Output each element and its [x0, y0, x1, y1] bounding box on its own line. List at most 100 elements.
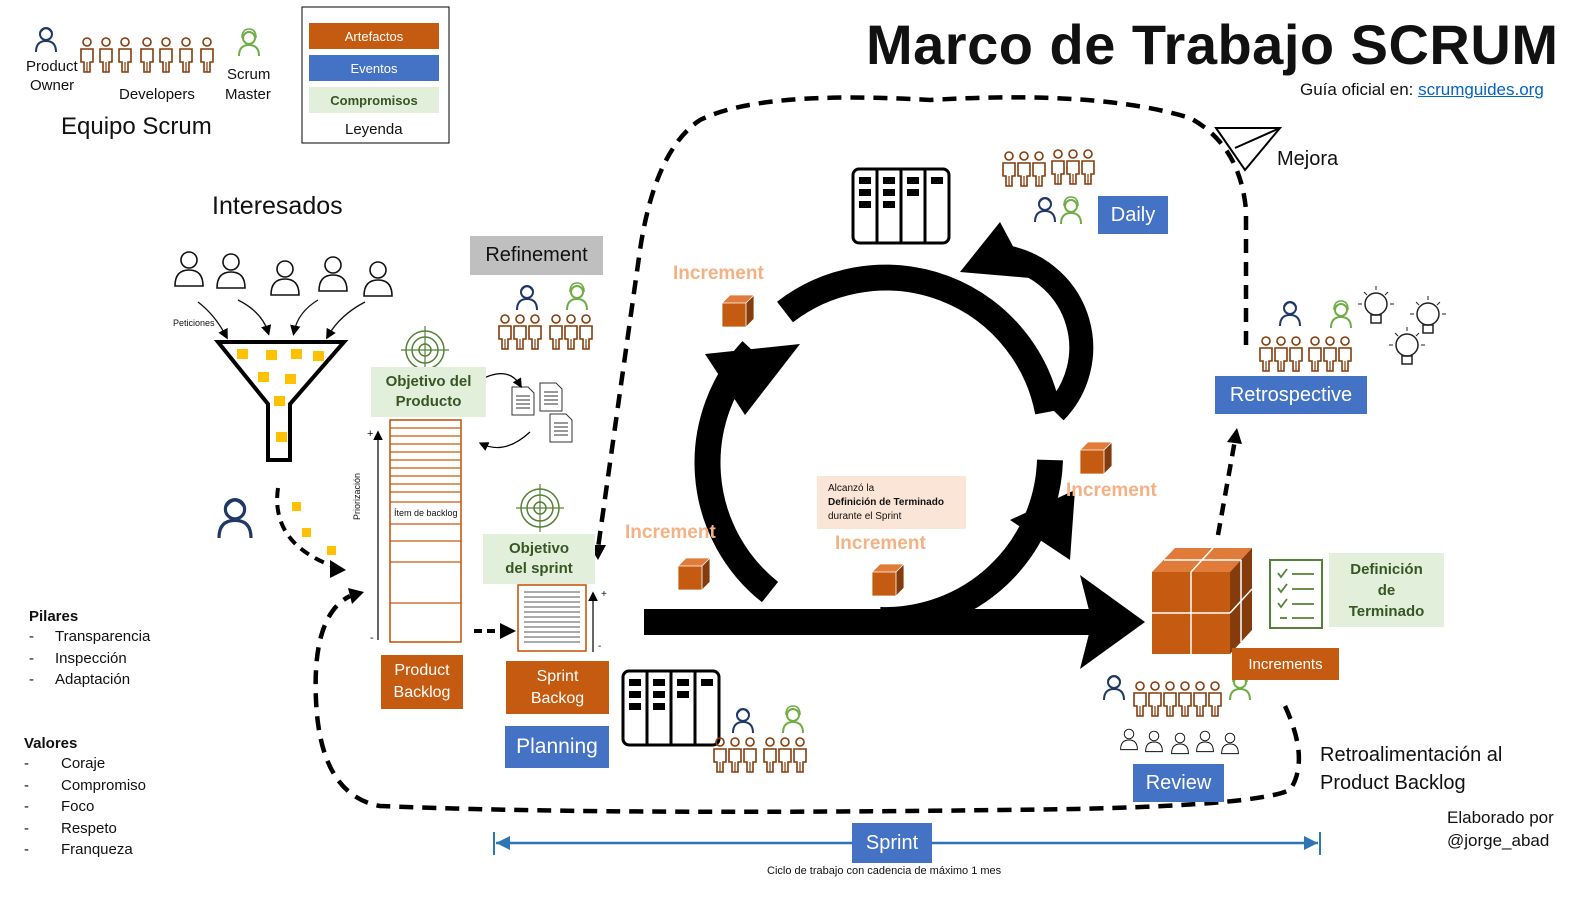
- done-note: Alcanzó la Definición de Terminado duran…: [817, 476, 966, 529]
- definition-of-done: Definición de Terminado: [1329, 553, 1444, 627]
- sprint-goal: Objetivo del sprint: [483, 534, 595, 584]
- stakeholders-icon: [174, 251, 393, 297]
- sprint-backlog-doc: [517, 584, 598, 652]
- feedback-arrow-head: [348, 588, 364, 604]
- increment-cube-icon: [721, 294, 755, 328]
- scrumguides-link[interactable]: scrumguides.org: [1418, 80, 1544, 99]
- guide-reference: Guía oficial en: scrumguides.org: [1300, 80, 1544, 100]
- to-retrospective-arrow: [1215, 428, 1242, 536]
- pillar-label: Adaptación: [55, 671, 131, 689]
- improvement-label: Mejora: [1277, 148, 1339, 170]
- increment-cube-icon: [871, 563, 905, 597]
- paper-plane-icon: [1214, 127, 1283, 172]
- planning-event: Planning: [505, 726, 609, 768]
- sprint-event: Sprint: [852, 823, 932, 863]
- sprint-backlog-line1: Sprint: [536, 667, 579, 685]
- value-label: Respeto: [61, 819, 117, 837]
- product-backlog-artefact: Product Backlog: [381, 655, 463, 709]
- value-label: Coraje: [61, 755, 106, 772]
- product-goal-line1: Objetivo del: [385, 373, 472, 390]
- done-note-line3: durante el Sprint: [828, 511, 902, 522]
- feedback-loop: [313, 593, 1302, 815]
- increment-label-top: Increment: [673, 263, 764, 284]
- dod-line3: Terminado: [1348, 602, 1425, 620]
- feedback-label-1: Retroalimentación al: [1320, 744, 1503, 766]
- legend-compromisos: Compromisos: [309, 87, 439, 113]
- increments-cube-icon: [1152, 547, 1253, 654]
- stakeholders-title: Interesados: [212, 192, 343, 220]
- legend-caption: Leyenda: [345, 121, 403, 138]
- value-item: -Franqueza: [24, 839, 146, 861]
- priority-minus: -: [370, 632, 374, 644]
- retrospective-team-icon: [1259, 300, 1352, 372]
- pillar-item: -Adaptación: [29, 669, 150, 691]
- product-owner-label-2: Owner: [30, 77, 75, 94]
- priority-label: Priorización: [352, 472, 362, 520]
- daily-event: Daily: [1098, 196, 1168, 234]
- done-note-line2: Definición de Terminado: [828, 497, 944, 508]
- product-goal: Objetivo del Producto: [371, 367, 486, 417]
- sprint-backlog-minus: -: [598, 641, 602, 652]
- request-arrows: [197, 299, 366, 340]
- review-team-icon: [1103, 672, 1251, 755]
- to-sprint-backlog-arrow: [474, 623, 516, 639]
- backlog-items-flow: [275, 487, 346, 578]
- backlog-item-label: Ítem de backlog: [394, 508, 458, 518]
- values-section: Valores -Coraje -Compromiso -Foco -Respe…: [24, 735, 146, 861]
- funnel-icon: [213, 340, 349, 462]
- pillar-label: Inspección: [55, 649, 127, 667]
- value-item: -Respeto: [24, 818, 146, 840]
- product-owner-large-icon: [217, 498, 253, 540]
- sprint-goal-line2: del sprint: [505, 560, 573, 577]
- requests-label: Peticiones: [173, 318, 215, 328]
- increment-cube-icon: [677, 557, 711, 591]
- sprint-cycle-arrows: [644, 222, 1145, 669]
- product-owner-icon: [35, 27, 57, 53]
- author-label-1: Elaborado por: [1447, 808, 1554, 827]
- value-item: -Coraje: [24, 753, 146, 775]
- refinement-docs-icon: [478, 373, 573, 451]
- refinement-event: Refinement: [470, 236, 603, 275]
- priority-plus: +: [367, 428, 374, 440]
- legend-artefactos: Artefactos: [309, 23, 439, 49]
- done-note-line1: Alcanzó la: [828, 483, 875, 494]
- dod-line1: Definición: [1350, 560, 1423, 578]
- pillars-title: Pilares: [29, 608, 79, 625]
- increment-label-right: Increment: [1066, 480, 1157, 501]
- sprint-goal-line1: Objetivo: [508, 540, 569, 557]
- product-goal-line2: Producto: [395, 393, 462, 410]
- increment-label-center: Increment: [835, 533, 926, 554]
- scrum-master-label-1: Scrum: [227, 66, 271, 83]
- sprint-backlog-artefact: Sprint Backog: [506, 661, 609, 714]
- developers-icon: [80, 37, 214, 73]
- legend-eventos: Eventos: [309, 55, 439, 81]
- checklist-icon: [1269, 559, 1323, 629]
- pillars-section: Pilares -Transparencia -Inspección -Adap…: [29, 608, 150, 691]
- refinement-team-icon: [498, 282, 593, 350]
- review-event: Review: [1133, 764, 1224, 802]
- legend-frame: [301, 6, 450, 144]
- page-title: Marco de Trabajo SCRUM: [866, 13, 1559, 76]
- scrum-master-icon: [238, 28, 260, 57]
- sprint-backlog-plus: +: [601, 589, 607, 600]
- sprint-backlog-line2: Backog: [530, 689, 585, 707]
- value-item: -Compromiso: [24, 775, 146, 797]
- scrum-master-label-2: Master: [225, 86, 271, 103]
- sprint-goal-target-icon: [515, 483, 565, 533]
- sprint-caption: Ciclo de trabajo con cadencia de máximo …: [767, 865, 1002, 877]
- daily-team-icon: [1002, 149, 1095, 225]
- dod-line2: de: [1377, 581, 1396, 599]
- developers-label: Developers: [119, 86, 195, 103]
- product-backlog-line2: Backlog: [393, 684, 451, 701]
- increments-artefact: Increments: [1232, 648, 1339, 680]
- product-backlog-line1: Product: [394, 662, 450, 679]
- pillar-label: Transparencia: [55, 628, 151, 645]
- author-label-2: @jorge_abad: [1447, 831, 1550, 850]
- value-label: Franqueza: [61, 841, 133, 859]
- product-backlog-stack: [373, 419, 462, 643]
- value-item: -Foco: [24, 796, 146, 818]
- retrospective-event: Retrospective: [1215, 376, 1367, 414]
- pillar-item: -Inspección: [29, 648, 150, 670]
- pillar-item: -Transparencia: [29, 626, 150, 648]
